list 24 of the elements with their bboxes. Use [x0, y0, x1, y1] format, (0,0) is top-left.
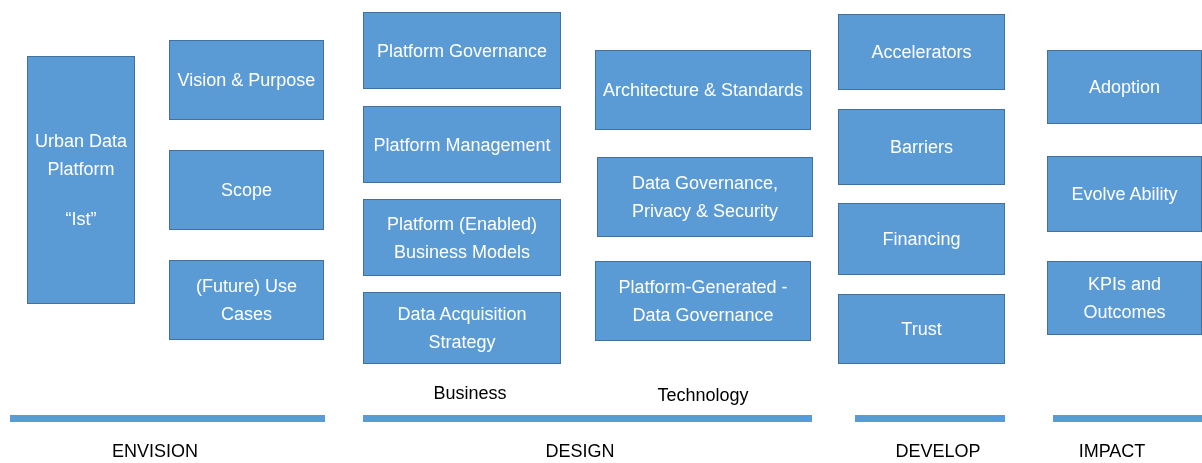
phase-label: IMPACT — [1078, 441, 1146, 462]
process-box: Platform-Generated -Data Governance — [595, 261, 811, 341]
process-box: Evolve Ability — [1047, 156, 1202, 232]
phase-label: ENVISION — [112, 441, 198, 462]
process-box: Platform Management — [363, 106, 561, 183]
process-box: Architecture & Standards — [595, 50, 811, 130]
process-box: Platform Governance — [363, 12, 561, 89]
process-box: Financing — [838, 203, 1005, 275]
process-box: Data Governance, Privacy & Security — [597, 157, 813, 237]
process-box: Adoption — [1047, 50, 1202, 124]
process-box: Platform (Enabled) Business Models — [363, 199, 561, 276]
process-box: KPIs and Outcomes — [1047, 261, 1202, 335]
phase-label: DEVELOP — [895, 441, 981, 462]
process-box: Urban Data Platform “Ist” — [27, 56, 135, 304]
process-box: Scope — [169, 150, 324, 230]
process-box: Vision & Purpose — [169, 40, 324, 120]
process-box: Trust — [838, 294, 1005, 364]
column-label: Business — [433, 383, 507, 404]
process-box: Barriers — [838, 109, 1005, 185]
column-label: Technology — [657, 385, 749, 406]
process-box: (Future) Use Cases — [169, 260, 324, 340]
process-box: Accelerators — [838, 14, 1005, 90]
phase-label: DESIGN — [545, 441, 615, 462]
process-box: Data Acquisition Strategy — [363, 292, 561, 364]
